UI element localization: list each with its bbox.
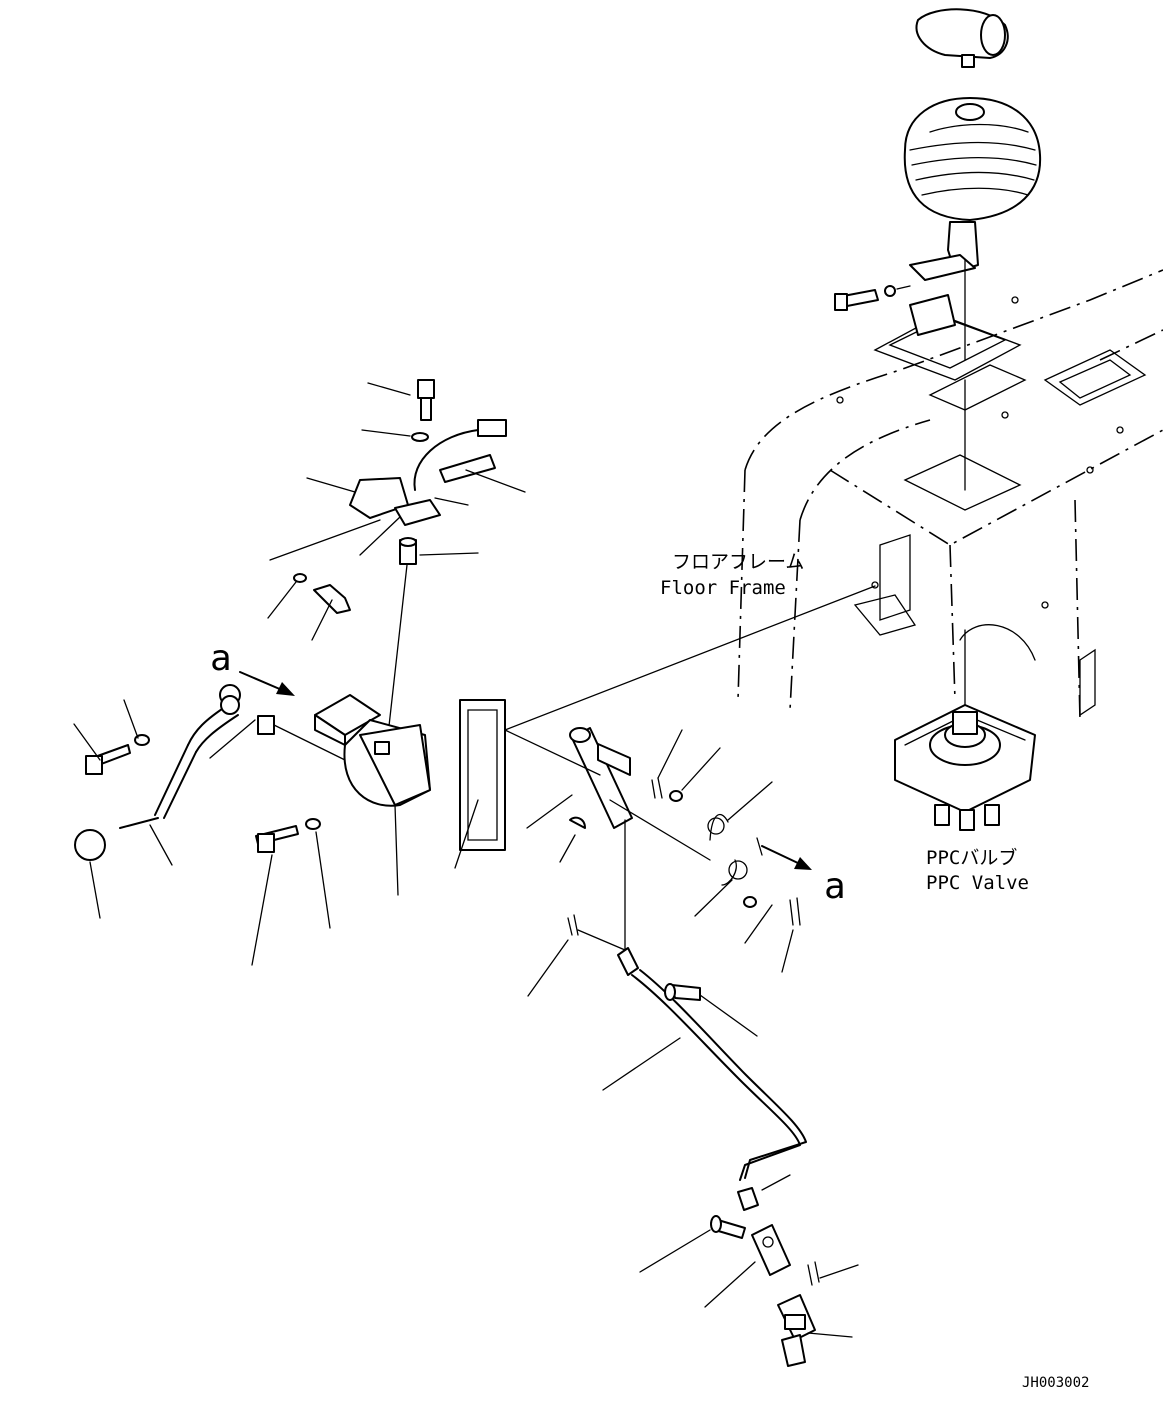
link-mechanism bbox=[504, 727, 801, 951]
reference-a-left: a bbox=[210, 638, 232, 679]
switch-bracket-assembly bbox=[269, 379, 507, 736]
center-housing bbox=[257, 694, 506, 851]
rod-assembly bbox=[617, 947, 820, 1367]
reference-arrows bbox=[239, 671, 812, 870]
ppc-valve bbox=[894, 629, 1036, 831]
floor-frame-label-jp: フロアフレーム bbox=[672, 551, 804, 573]
leader-lines bbox=[73, 382, 876, 1338]
control-lever-assembly bbox=[834, 8, 1042, 491]
ppc-valve-label-en: PPC Valve bbox=[926, 872, 1029, 894]
floor-frame-label-en: Floor Frame bbox=[660, 577, 786, 599]
lock-lever bbox=[74, 684, 321, 861]
ppc-valve-label-jp: PPCバルブ bbox=[926, 846, 1017, 869]
reference-a-right: a bbox=[824, 866, 846, 907]
drawing-code: JH003002 bbox=[1022, 1375, 1089, 1391]
floor-frame bbox=[737, 269, 1163, 721]
